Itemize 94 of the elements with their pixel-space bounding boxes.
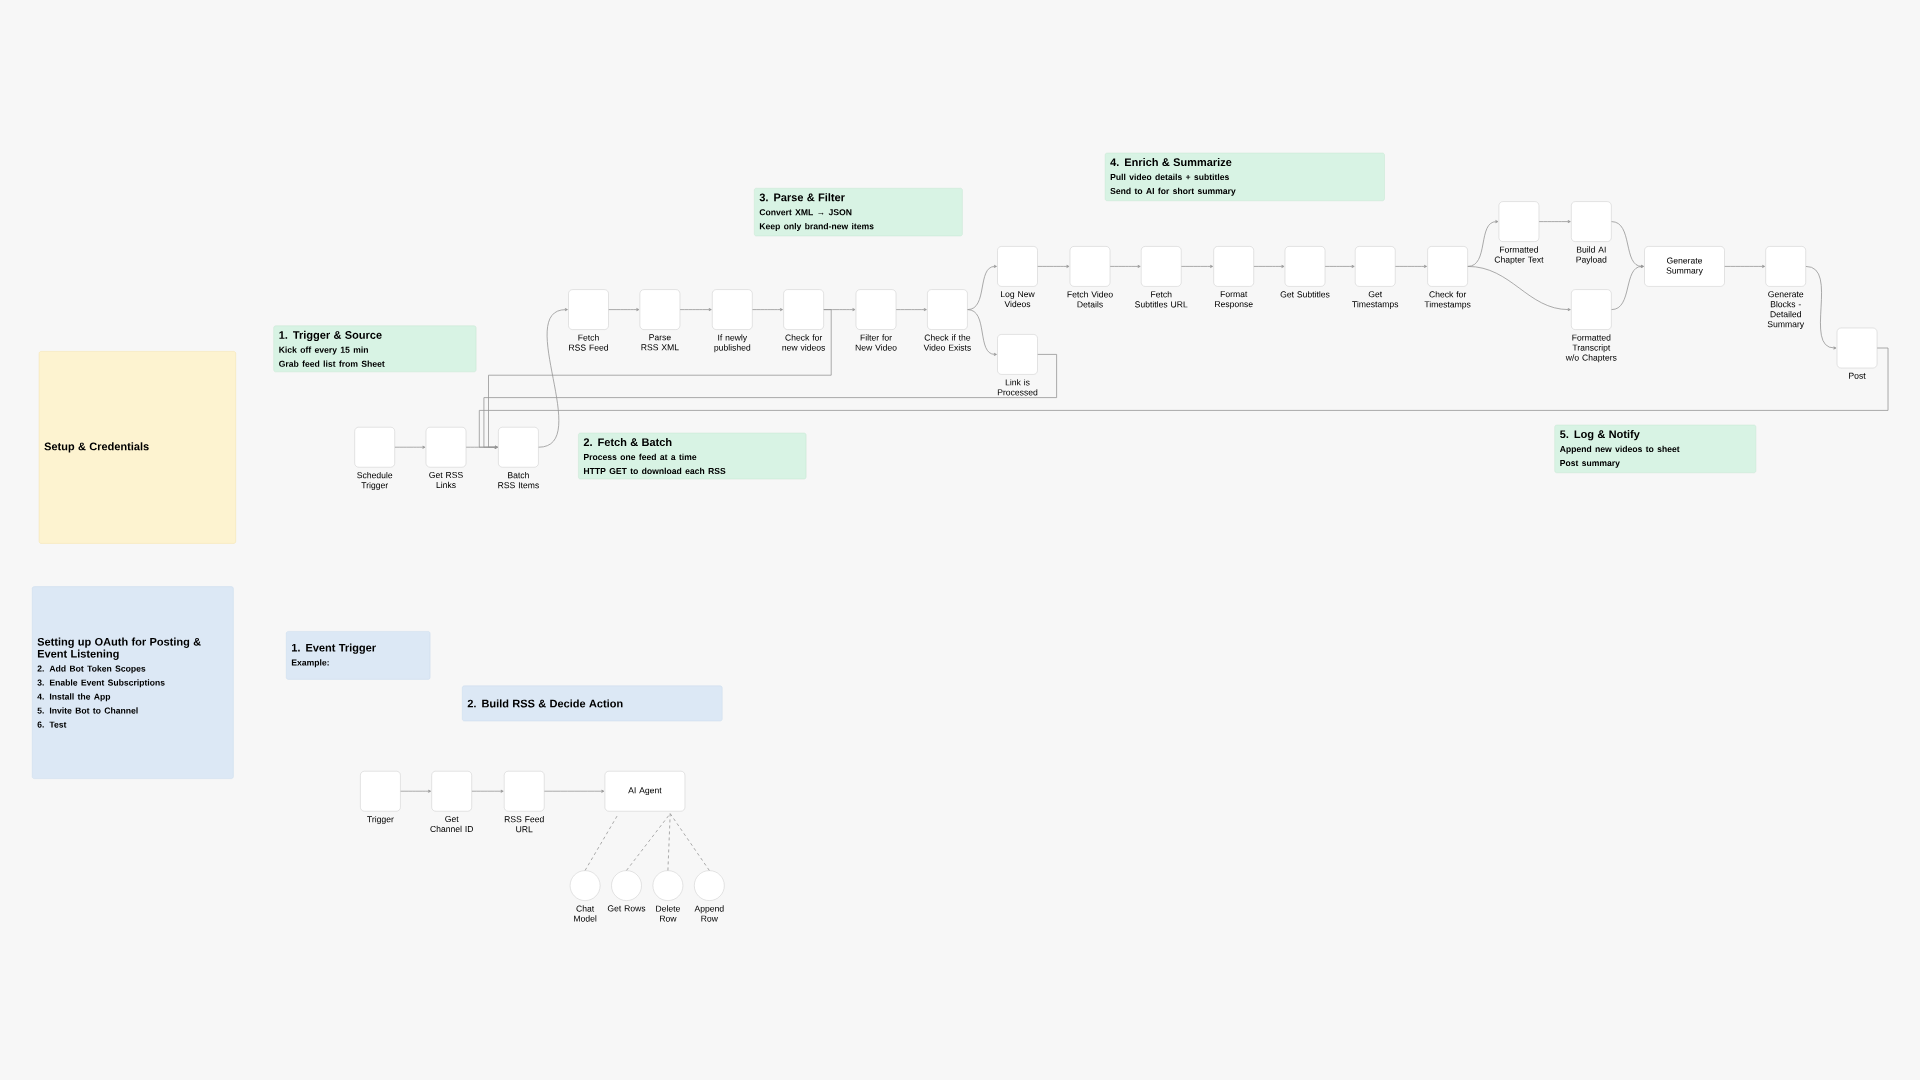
connector (394, 445, 426, 449)
workflow-node: Filter for New Video (855, 289, 897, 351)
connector (478, 347, 1889, 449)
workflow-node: Check for Timestamps (1424, 246, 1471, 310)
connector (667, 813, 671, 871)
workflow-node: Check if the Video Exists (923, 289, 971, 351)
node-label: Fetch Subtitles URL (1135, 291, 1188, 308)
workflow-node: AI Agent (604, 771, 686, 812)
sticky-note: 3. Parse & Filter Convert XML → JSON Keep only brand-new items (754, 188, 963, 237)
node-label: Post (1849, 372, 1866, 379)
connector (1109, 264, 1141, 268)
sticky-note: 4. Enrich & Summarize Pull video details + subtitles Send to AI for short summary (1104, 152, 1385, 201)
workflow-node: Fetch Video Details (1067, 246, 1113, 308)
connector (1467, 220, 1499, 267)
workflow-node: Log New Videos (997, 246, 1038, 308)
connector (1037, 264, 1070, 268)
sticky-note: 1. Event Trigger Example: (286, 631, 431, 680)
node-label: Check for Timestamps (1424, 291, 1471, 310)
node-label: Formatted Chapter Text (1494, 246, 1544, 265)
node-label: Parse RSS XML (641, 334, 679, 351)
node-label: Filter for New Video (855, 334, 897, 351)
workflow-node: Fetch RSS Feed (568, 289, 609, 351)
connector (1324, 264, 1355, 268)
connector (471, 789, 504, 793)
node-label: Formatted Transcript w/o Chapters (1565, 334, 1617, 363)
sticky-note: 2. Fetch & Batch Process one feed at a time HTTP GET to download each RSS (578, 432, 807, 480)
workflow-node: Format Response (1213, 246, 1254, 309)
node-label: Format Response (1215, 291, 1253, 309)
node-label: Chat Model (574, 905, 597, 922)
node-label: If newly published (714, 334, 751, 353)
workflow-node: Link is Processed (997, 334, 1038, 396)
node-label: Append Row (694, 905, 724, 922)
workflow-node: Schedule Trigger (354, 427, 395, 490)
node-label: Check for new videos (782, 334, 826, 351)
node-label: Generate Blocks - Detailed Summary (1767, 291, 1805, 329)
workflow-node: Generate Blocks - Detailed Summary (1765, 246, 1806, 329)
connector (488, 309, 832, 449)
workflow-node: Get RSS Links (425, 427, 467, 489)
sticky-note: Setup & Credentials (38, 351, 236, 544)
connector (967, 309, 997, 356)
workflow-node: Trigger (360, 771, 401, 824)
node-label: Log New Videos (1001, 291, 1035, 308)
workflow-node: Get Subtitles (1280, 246, 1330, 298)
connector (1467, 266, 1571, 312)
connector (483, 354, 1057, 449)
node-label: Fetch RSS Feed (569, 334, 609, 351)
node-label: Get Rows (607, 905, 646, 912)
node-label: RSS Feed URL (504, 815, 544, 833)
connector (584, 813, 619, 871)
connector (400, 789, 432, 793)
sticky-note: 5. Log & Notify Append new videos to sheet Post summary (1554, 424, 1757, 473)
workflow-node: Formatted Chapter Text (1494, 201, 1544, 265)
node-label: Link is Processed (997, 379, 1038, 396)
node-label: Trigger (367, 815, 394, 824)
workflow-node: Generate Summary (1644, 246, 1725, 287)
node-label: Fetch Video Details (1067, 291, 1113, 308)
workflow-node: Build AI Payload (1571, 201, 1612, 265)
workflow-node: Parse RSS XML (639, 289, 681, 351)
workflow-node: Check for new videos (782, 289, 826, 351)
workflow-node: Get Timestamps (1352, 246, 1399, 309)
sticky-note: Setting up OAuth for Posting & Event Listening 2. Add Bot Token Scopes 3. Enable Event Subscriptions 4. Install the App 5. Invite Bot to Channel 6. Test (32, 586, 234, 779)
node-label: Batch RSS Items (498, 471, 539, 489)
connector (895, 308, 927, 312)
workflow-node: Get Channel ID (430, 771, 474, 833)
workflow-node: Formatted Transcript w/o Chapters (1565, 289, 1617, 363)
connector (679, 308, 712, 312)
workflow-node: RSS Feed URL (504, 771, 545, 833)
connector (1611, 264, 1644, 310)
connector (1805, 266, 1837, 350)
connector (1395, 264, 1427, 268)
connector (1724, 264, 1766, 268)
connector (1181, 264, 1214, 268)
workflow-node: Fetch Subtitles URL (1135, 246, 1188, 308)
node-label: Build AI Payload (1576, 246, 1607, 265)
sticky-note: 1. Trigger & Source Kick off every 15 min Grab feed list from Sheet (273, 325, 477, 373)
connector (608, 308, 640, 312)
connector (538, 308, 568, 448)
workflow-node: Batch RSS Items (498, 427, 539, 489)
connector (752, 308, 783, 312)
connector (1538, 220, 1571, 224)
sticky-note: 2. Build RSS & Decide Action (462, 685, 723, 722)
node-label: Schedule Trigger (357, 471, 393, 490)
node-label: Delete Row (656, 905, 680, 922)
connector (669, 813, 710, 871)
node-label: Get Channel ID (430, 815, 474, 833)
node-label: Get Timestamps (1352, 291, 1399, 309)
workflow-node: If newly published (712, 289, 753, 353)
connector (1253, 264, 1285, 268)
node-label: Get RSS Links (429, 471, 463, 489)
connector (626, 813, 671, 871)
node-label: Get Subtitles (1280, 291, 1330, 298)
node-label: Check if the Video Exists (923, 334, 971, 351)
workflow-node: Post (1836, 327, 1878, 379)
connector (544, 789, 605, 793)
